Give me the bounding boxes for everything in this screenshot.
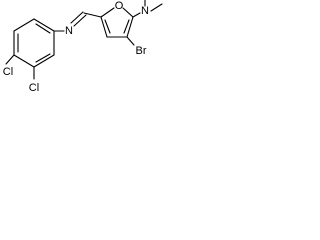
bond-o-c2: [122, 7, 134, 18]
bond-b5: [33, 18, 55, 32]
bond-n-me2: [150, 3, 163, 12]
bond-c4-c5-inner: [104, 19, 111, 34]
atom-cl-upper: Cl: [3, 66, 13, 78]
atom-ring-o: O: [115, 0, 124, 12]
benzene-ring: [13, 18, 55, 68]
bond-imine-double-b: [70, 11, 84, 24]
bond-imine-double-a: [73, 14, 87, 27]
atom-imine-n: N: [65, 25, 73, 37]
bond-c2-c3: [126, 16, 134, 38]
bond-b5-inner: [35, 23, 51, 34]
bond-ch-c5: [83, 12, 102, 18]
atom-cl-lower: Cl: [29, 82, 39, 94]
bond-c2-n: [132, 12, 141, 18]
atom-amine-n: N: [141, 5, 149, 17]
bond-c4-c5: [100, 16, 108, 38]
bond-b2: [13, 54, 35, 68]
atom-bromo: Br: [136, 45, 147, 57]
bond-c2-c3-inner: [123, 19, 130, 34]
bond-c3-br: [126, 36, 135, 46]
bond-b6: [13, 18, 35, 32]
molecule-diagram: Cl Cl N O Br N: [3, 0, 163, 94]
bond-b3-inner: [35, 53, 51, 63]
furan-ring: [100, 7, 134, 38]
bond-cl-upper: [5, 54, 15, 65]
bond-b3: [33, 54, 55, 68]
structure-canvas: Cl Cl N O Br N: [0, 0, 166, 100]
bond-c5-o: [100, 7, 115, 18]
